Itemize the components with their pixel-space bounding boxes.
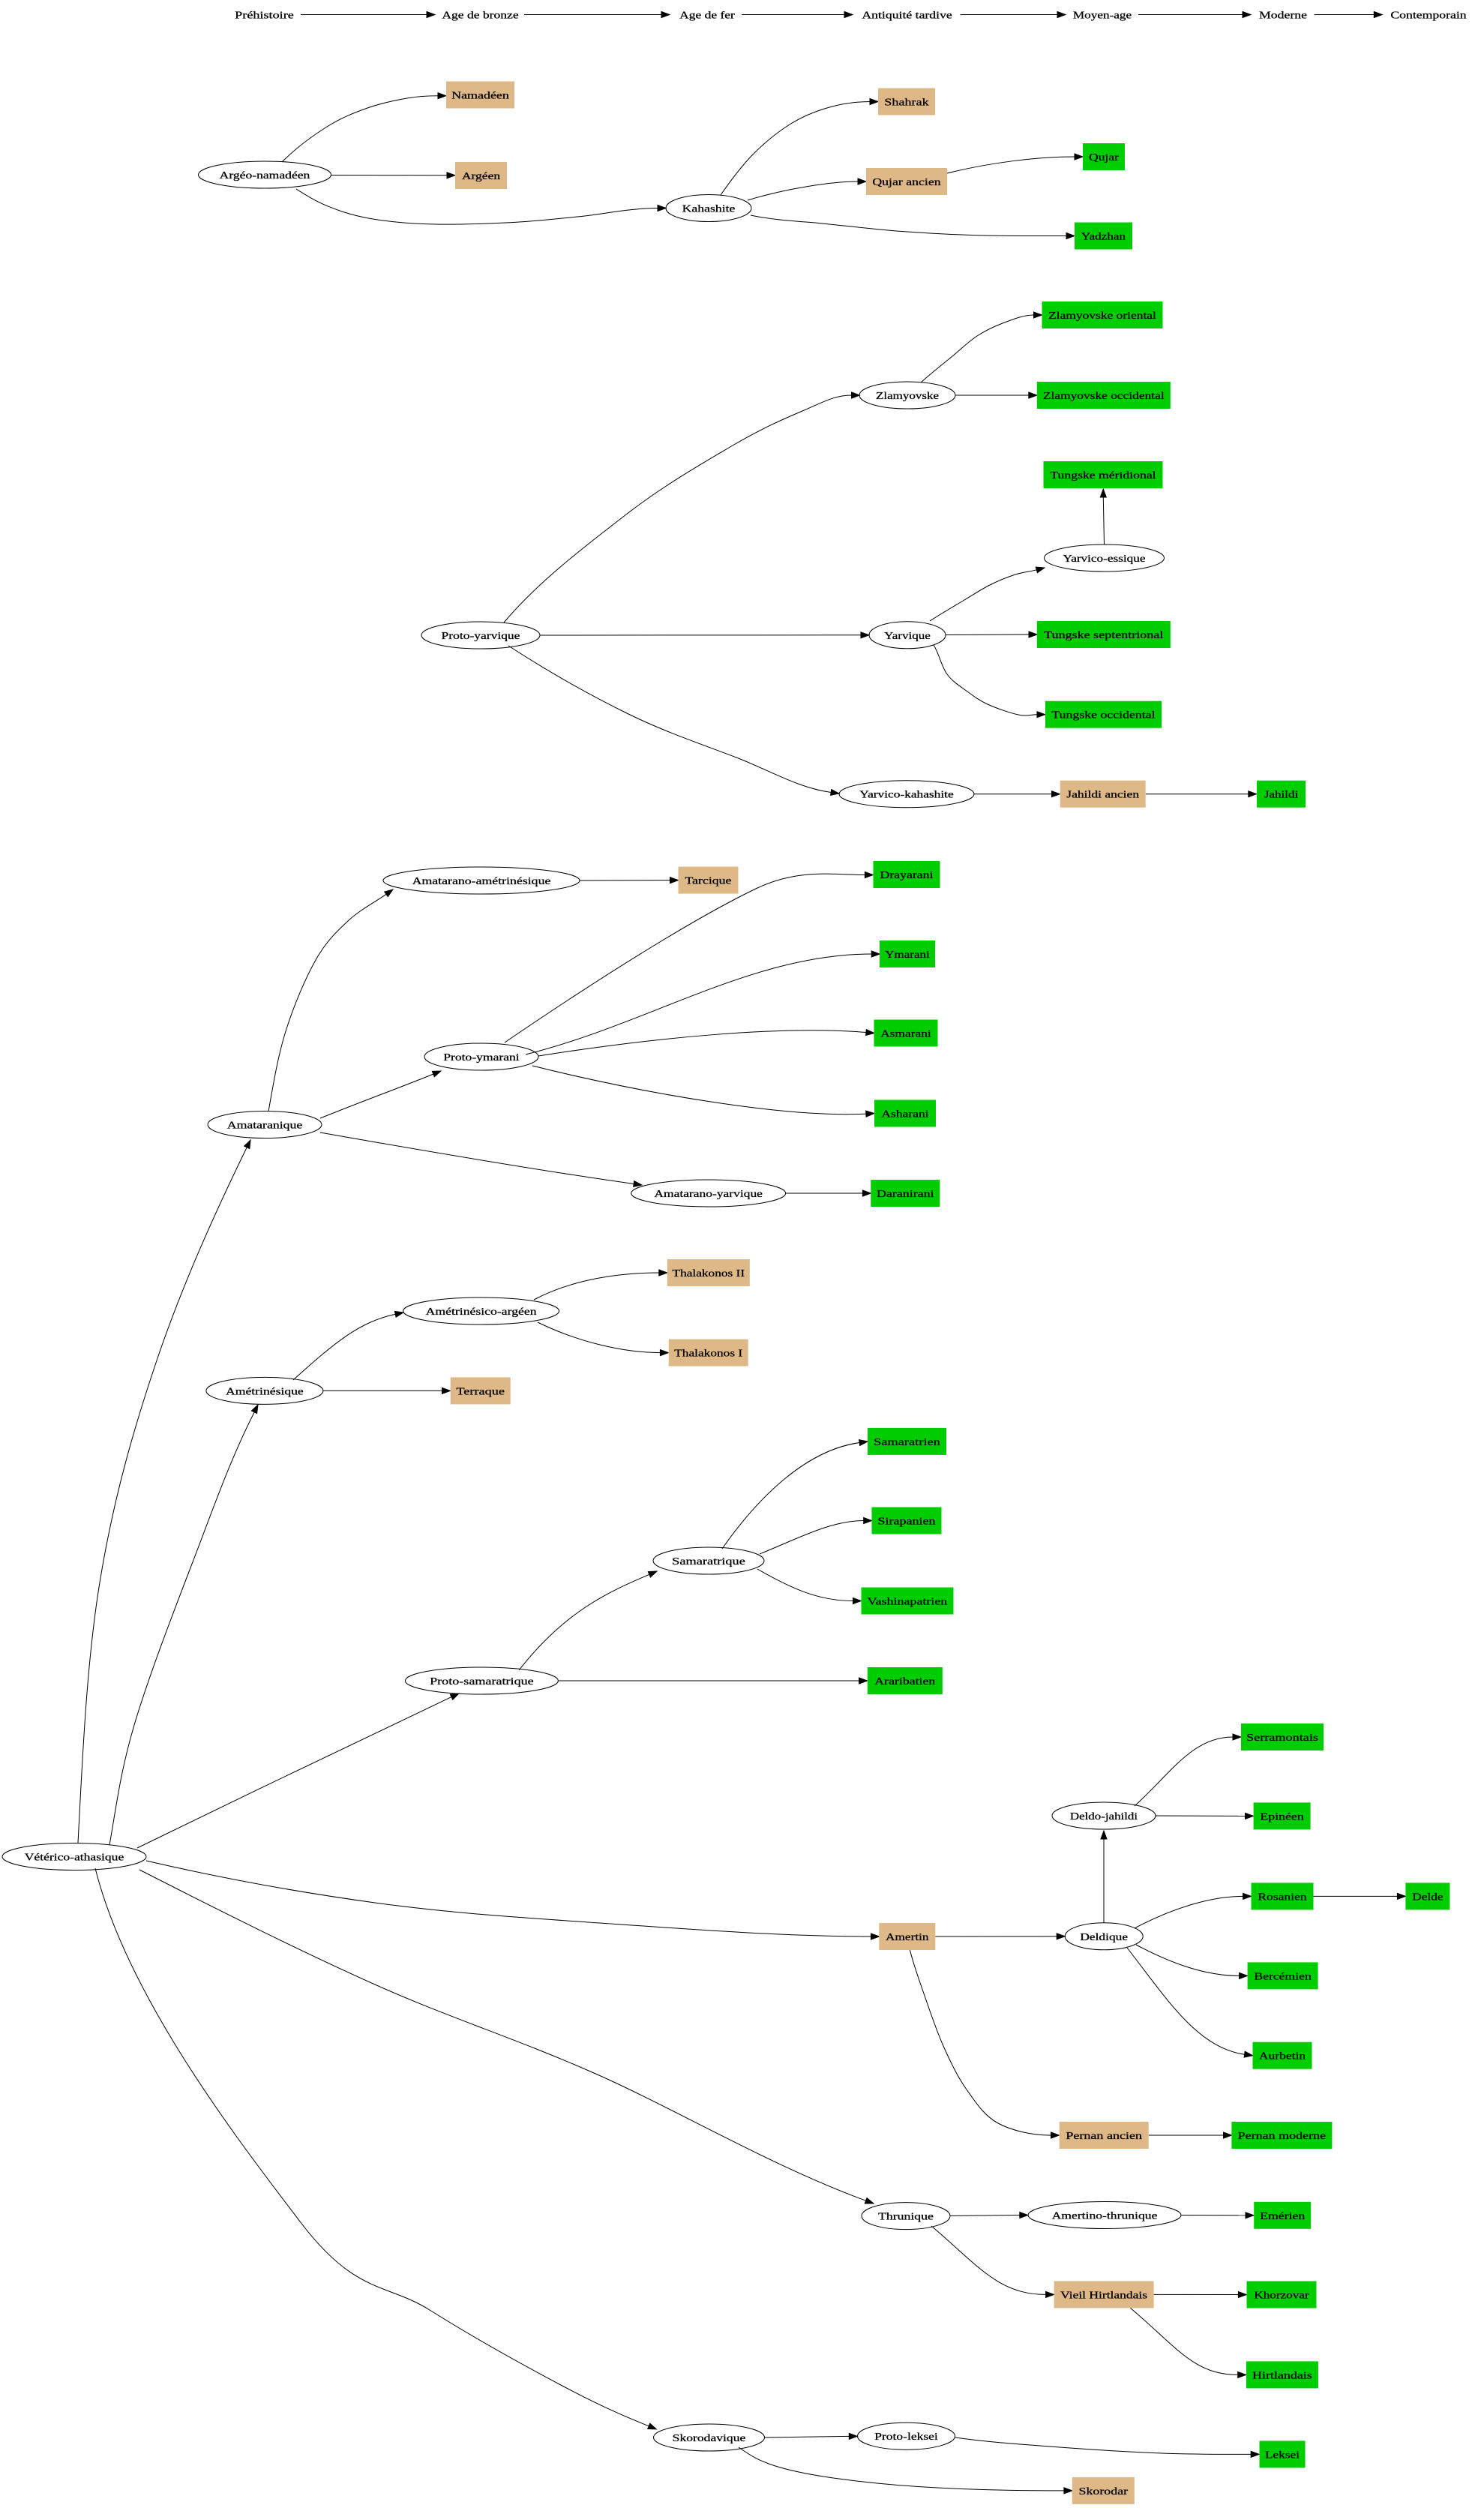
svg-text:Qujar ancien: Qujar ancien bbox=[872, 177, 940, 188]
svg-text:Pernan ancien: Pernan ancien bbox=[1066, 2131, 1142, 2142]
svg-text:Age de bronze: Age de bronze bbox=[442, 10, 518, 22]
svg-text:Moyen-age: Moyen-age bbox=[1073, 10, 1132, 22]
svg-text:Tungske septentrional: Tungske septentrional bbox=[1044, 630, 1163, 641]
svg-text:Préhistoire: Préhistoire bbox=[235, 10, 294, 22]
svg-text:Qujar: Qujar bbox=[1089, 152, 1119, 164]
svg-text:Kahashite: Kahashite bbox=[682, 204, 736, 215]
svg-text:Deldique: Deldique bbox=[1080, 1932, 1128, 1943]
svg-text:Skorodar: Skorodar bbox=[1079, 2486, 1129, 2498]
svg-text:Argéen: Argéen bbox=[462, 171, 500, 182]
svg-text:Argéo-namadéen: Argéo-namadéen bbox=[220, 170, 310, 182]
svg-text:Deldo-jahildi: Deldo-jahildi bbox=[1070, 1811, 1138, 1822]
svg-text:Araribatien: Araribatien bbox=[874, 1676, 935, 1688]
svg-text:Proto-ymarani: Proto-ymarani bbox=[443, 1052, 520, 1064]
svg-text:Thrunique: Thrunique bbox=[878, 2212, 934, 2223]
svg-text:Zlamyovske oriental: Zlamyovske oriental bbox=[1048, 310, 1156, 322]
svg-text:Aurbetin: Aurbetin bbox=[1259, 2051, 1306, 2062]
svg-text:Asharani: Asharani bbox=[881, 1109, 928, 1120]
svg-text:Tarcique: Tarcique bbox=[685, 876, 732, 887]
svg-text:Age de fer: Age de fer bbox=[679, 10, 735, 22]
svg-text:Amertino-thrunique: Amertino-thrunique bbox=[1052, 2211, 1158, 2222]
svg-text:Tungske méridional: Tungske méridional bbox=[1050, 470, 1156, 482]
svg-text:Rosanien: Rosanien bbox=[1258, 1892, 1306, 1903]
svg-text:Bercémien: Bercémien bbox=[1254, 1971, 1311, 1982]
svg-text:Jahildi ancien: Jahildi ancien bbox=[1066, 790, 1139, 801]
svg-text:Amétrinésique: Amétrinésique bbox=[226, 1386, 304, 1397]
svg-text:Daranirani: Daranirani bbox=[877, 1189, 934, 1200]
svg-text:Emérien: Emérien bbox=[1260, 2211, 1305, 2222]
svg-text:Amertin: Amertin bbox=[886, 1932, 929, 1943]
svg-text:Samaratrique: Samaratrique bbox=[672, 1556, 745, 1568]
svg-text:Sirapanien: Sirapanien bbox=[877, 1516, 935, 1528]
svg-text:Zlamyovske occidental: Zlamyovske occidental bbox=[1043, 391, 1165, 402]
svg-text:Yarvico-kahashite: Yarvico-kahashite bbox=[859, 790, 953, 801]
svg-text:Shahrak: Shahrak bbox=[884, 98, 929, 109]
svg-text:Yadzhan: Yadzhan bbox=[1081, 232, 1126, 243]
svg-text:Zlamyovske: Zlamyovske bbox=[876, 391, 939, 402]
svg-text:Hirtlandais: Hirtlandais bbox=[1252, 2370, 1312, 2381]
svg-text:Ymarani: Ymarani bbox=[885, 950, 930, 961]
svg-text:Moderne: Moderne bbox=[1259, 10, 1307, 22]
svg-text:Pernan moderne: Pernan moderne bbox=[1238, 2131, 1327, 2142]
svg-text:Yarvique: Yarvique bbox=[884, 631, 931, 642]
svg-text:Epinéen: Epinéen bbox=[1260, 1811, 1303, 1822]
svg-text:Leksei: Leksei bbox=[1265, 2450, 1300, 2461]
svg-text:Skorodavique: Skorodavique bbox=[673, 2433, 746, 2444]
svg-text:Amétrinésico-argéen: Amétrinésico-argéen bbox=[426, 1306, 537, 1318]
svg-text:Tungske occidental: Tungske occidental bbox=[1051, 710, 1155, 722]
svg-text:Khorzovar: Khorzovar bbox=[1254, 2290, 1309, 2302]
svg-text:Amataranique: Amataranique bbox=[227, 1120, 303, 1132]
svg-text:Vashinapatrien: Vashinapatrien bbox=[868, 1597, 948, 1608]
svg-text:Amatarano-amétrinésique: Amatarano-amétrinésique bbox=[412, 876, 551, 887]
svg-text:Amatarano-yarvique: Amatarano-yarvique bbox=[654, 1189, 763, 1200]
svg-text:Terraque: Terraque bbox=[456, 1386, 505, 1397]
svg-text:Thalakonos II: Thalakonos II bbox=[673, 1268, 745, 1280]
svg-text:Thalakonos I: Thalakonos I bbox=[674, 1348, 742, 1360]
svg-text:Yarvico-essique: Yarvico-essique bbox=[1063, 554, 1146, 565]
svg-text:Contemporain: Contemporain bbox=[1390, 10, 1466, 22]
svg-text:Jahildi: Jahildi bbox=[1264, 790, 1299, 801]
svg-text:Samaratrien: Samaratrien bbox=[874, 1437, 940, 1448]
svg-text:Proto-yarvique: Proto-yarvique bbox=[442, 631, 520, 642]
svg-text:Delde: Delde bbox=[1412, 1892, 1443, 1903]
svg-text:Asmarani: Asmarani bbox=[880, 1029, 931, 1040]
svg-text:Vieil Hirtlandais: Vieil Hirtlandais bbox=[1060, 2290, 1147, 2301]
svg-text:Vétérico-athasique: Vétérico-athasique bbox=[25, 1852, 124, 1864]
svg-text:Proto-samaratrique: Proto-samaratrique bbox=[430, 1676, 534, 1688]
svg-text:Proto-leksei: Proto-leksei bbox=[874, 2432, 938, 2443]
svg-text:Serramontais: Serramontais bbox=[1246, 1732, 1318, 1744]
svg-text:Namadéen: Namadéen bbox=[451, 91, 509, 102]
svg-text:Drayarani: Drayarani bbox=[880, 870, 934, 881]
svg-text:Antiquité tardive: Antiquité tardive bbox=[862, 10, 952, 22]
